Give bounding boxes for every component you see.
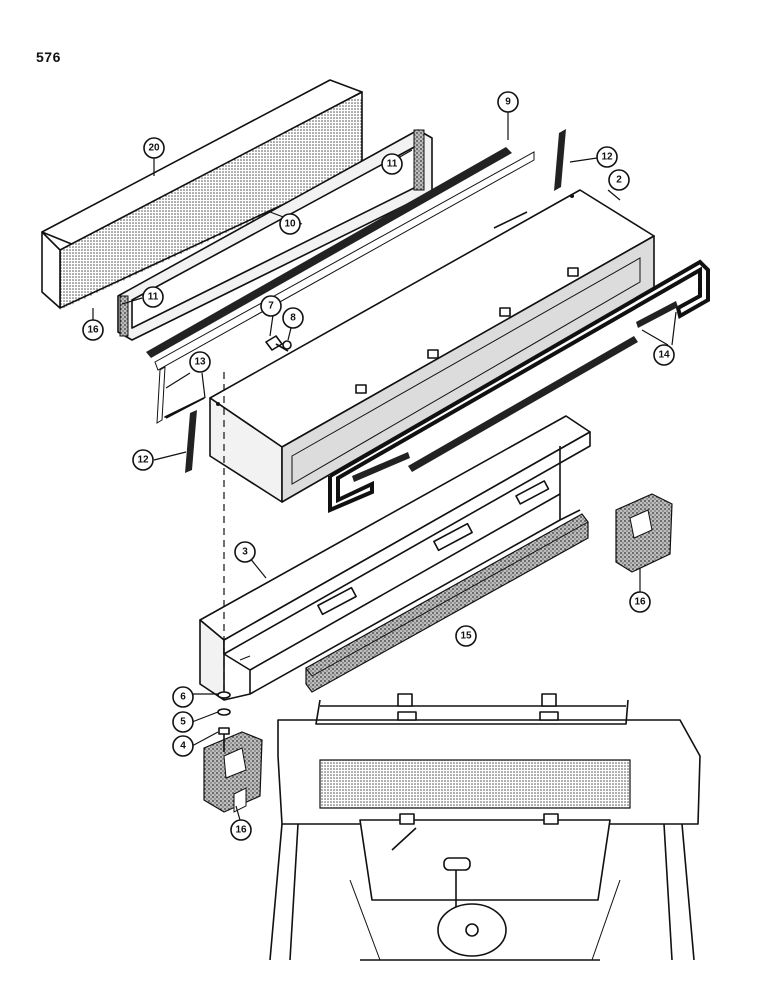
callout-12-top: 12: [596, 146, 618, 168]
svg-text:5: 5: [180, 717, 186, 728]
callout-14: 14: [653, 344, 675, 366]
svg-text:20: 20: [148, 143, 160, 154]
foam-block-right: [615, 493, 673, 573]
svg-text:14: 14: [658, 350, 670, 361]
housing-gaskets: [328, 259, 710, 514]
svg-text:12: 12: [601, 152, 613, 163]
foam-strip: [305, 513, 589, 693]
svg-text:9: 9: [505, 97, 511, 108]
foam-block-left: [203, 731, 263, 813]
mounting-frame: [199, 415, 591, 701]
svg-text:6: 6: [180, 692, 186, 703]
callout-5: 5: [172, 711, 194, 733]
callout-2: 2: [608, 169, 630, 191]
housing: [209, 189, 655, 503]
svg-text:3: 3: [242, 547, 248, 558]
callout-9: 9: [497, 91, 519, 113]
callout-8: 8: [282, 307, 304, 329]
svg-text:7: 7: [268, 301, 274, 312]
svg-text:16: 16: [235, 825, 247, 836]
svg-text:16: 16: [87, 325, 99, 336]
svg-text:2: 2: [616, 175, 622, 186]
callout-20: 20: [143, 137, 165, 159]
fasteners: [217, 691, 231, 752]
callout-3: 3: [234, 541, 256, 563]
end-seal-strips: [185, 129, 566, 473]
svg-text:8: 8: [290, 313, 296, 324]
svg-text:10: 10: [284, 219, 296, 230]
callout-16-filter: 16: [82, 319, 104, 341]
svg-text:15: 15: [460, 631, 472, 642]
svg-text:12: 12: [137, 455, 149, 466]
callout-11-bottom: 11: [142, 286, 164, 308]
bolt-and-washer: [265, 335, 292, 352]
callout-10: 10: [279, 213, 301, 235]
callout-12-bottom: 12: [132, 449, 154, 471]
page-number: 576: [36, 49, 61, 65]
svg-text:4: 4: [180, 741, 186, 752]
svg-text:11: 11: [387, 159, 398, 170]
side-strips: [156, 366, 205, 424]
callout-11-top: 11: [381, 153, 403, 175]
callout-6: 6: [172, 686, 194, 708]
callout-13: 13: [189, 351, 211, 373]
callouts: 20 9 12 2 11 10 11 16 7 8 14 13 12 3 16 …: [82, 91, 675, 841]
callout-16-left: 16: [230, 819, 252, 841]
seal-strip: [146, 147, 535, 371]
callout-15: 15: [455, 625, 477, 647]
svg-text:11: 11: [148, 292, 159, 303]
svg-text:13: 13: [194, 357, 206, 368]
callout-7: 7: [260, 295, 282, 317]
callout-16-right: 16: [629, 591, 651, 613]
cab-installation: [269, 693, 701, 961]
callout-4: 4: [172, 735, 194, 757]
svg-text:16: 16: [634, 597, 646, 608]
